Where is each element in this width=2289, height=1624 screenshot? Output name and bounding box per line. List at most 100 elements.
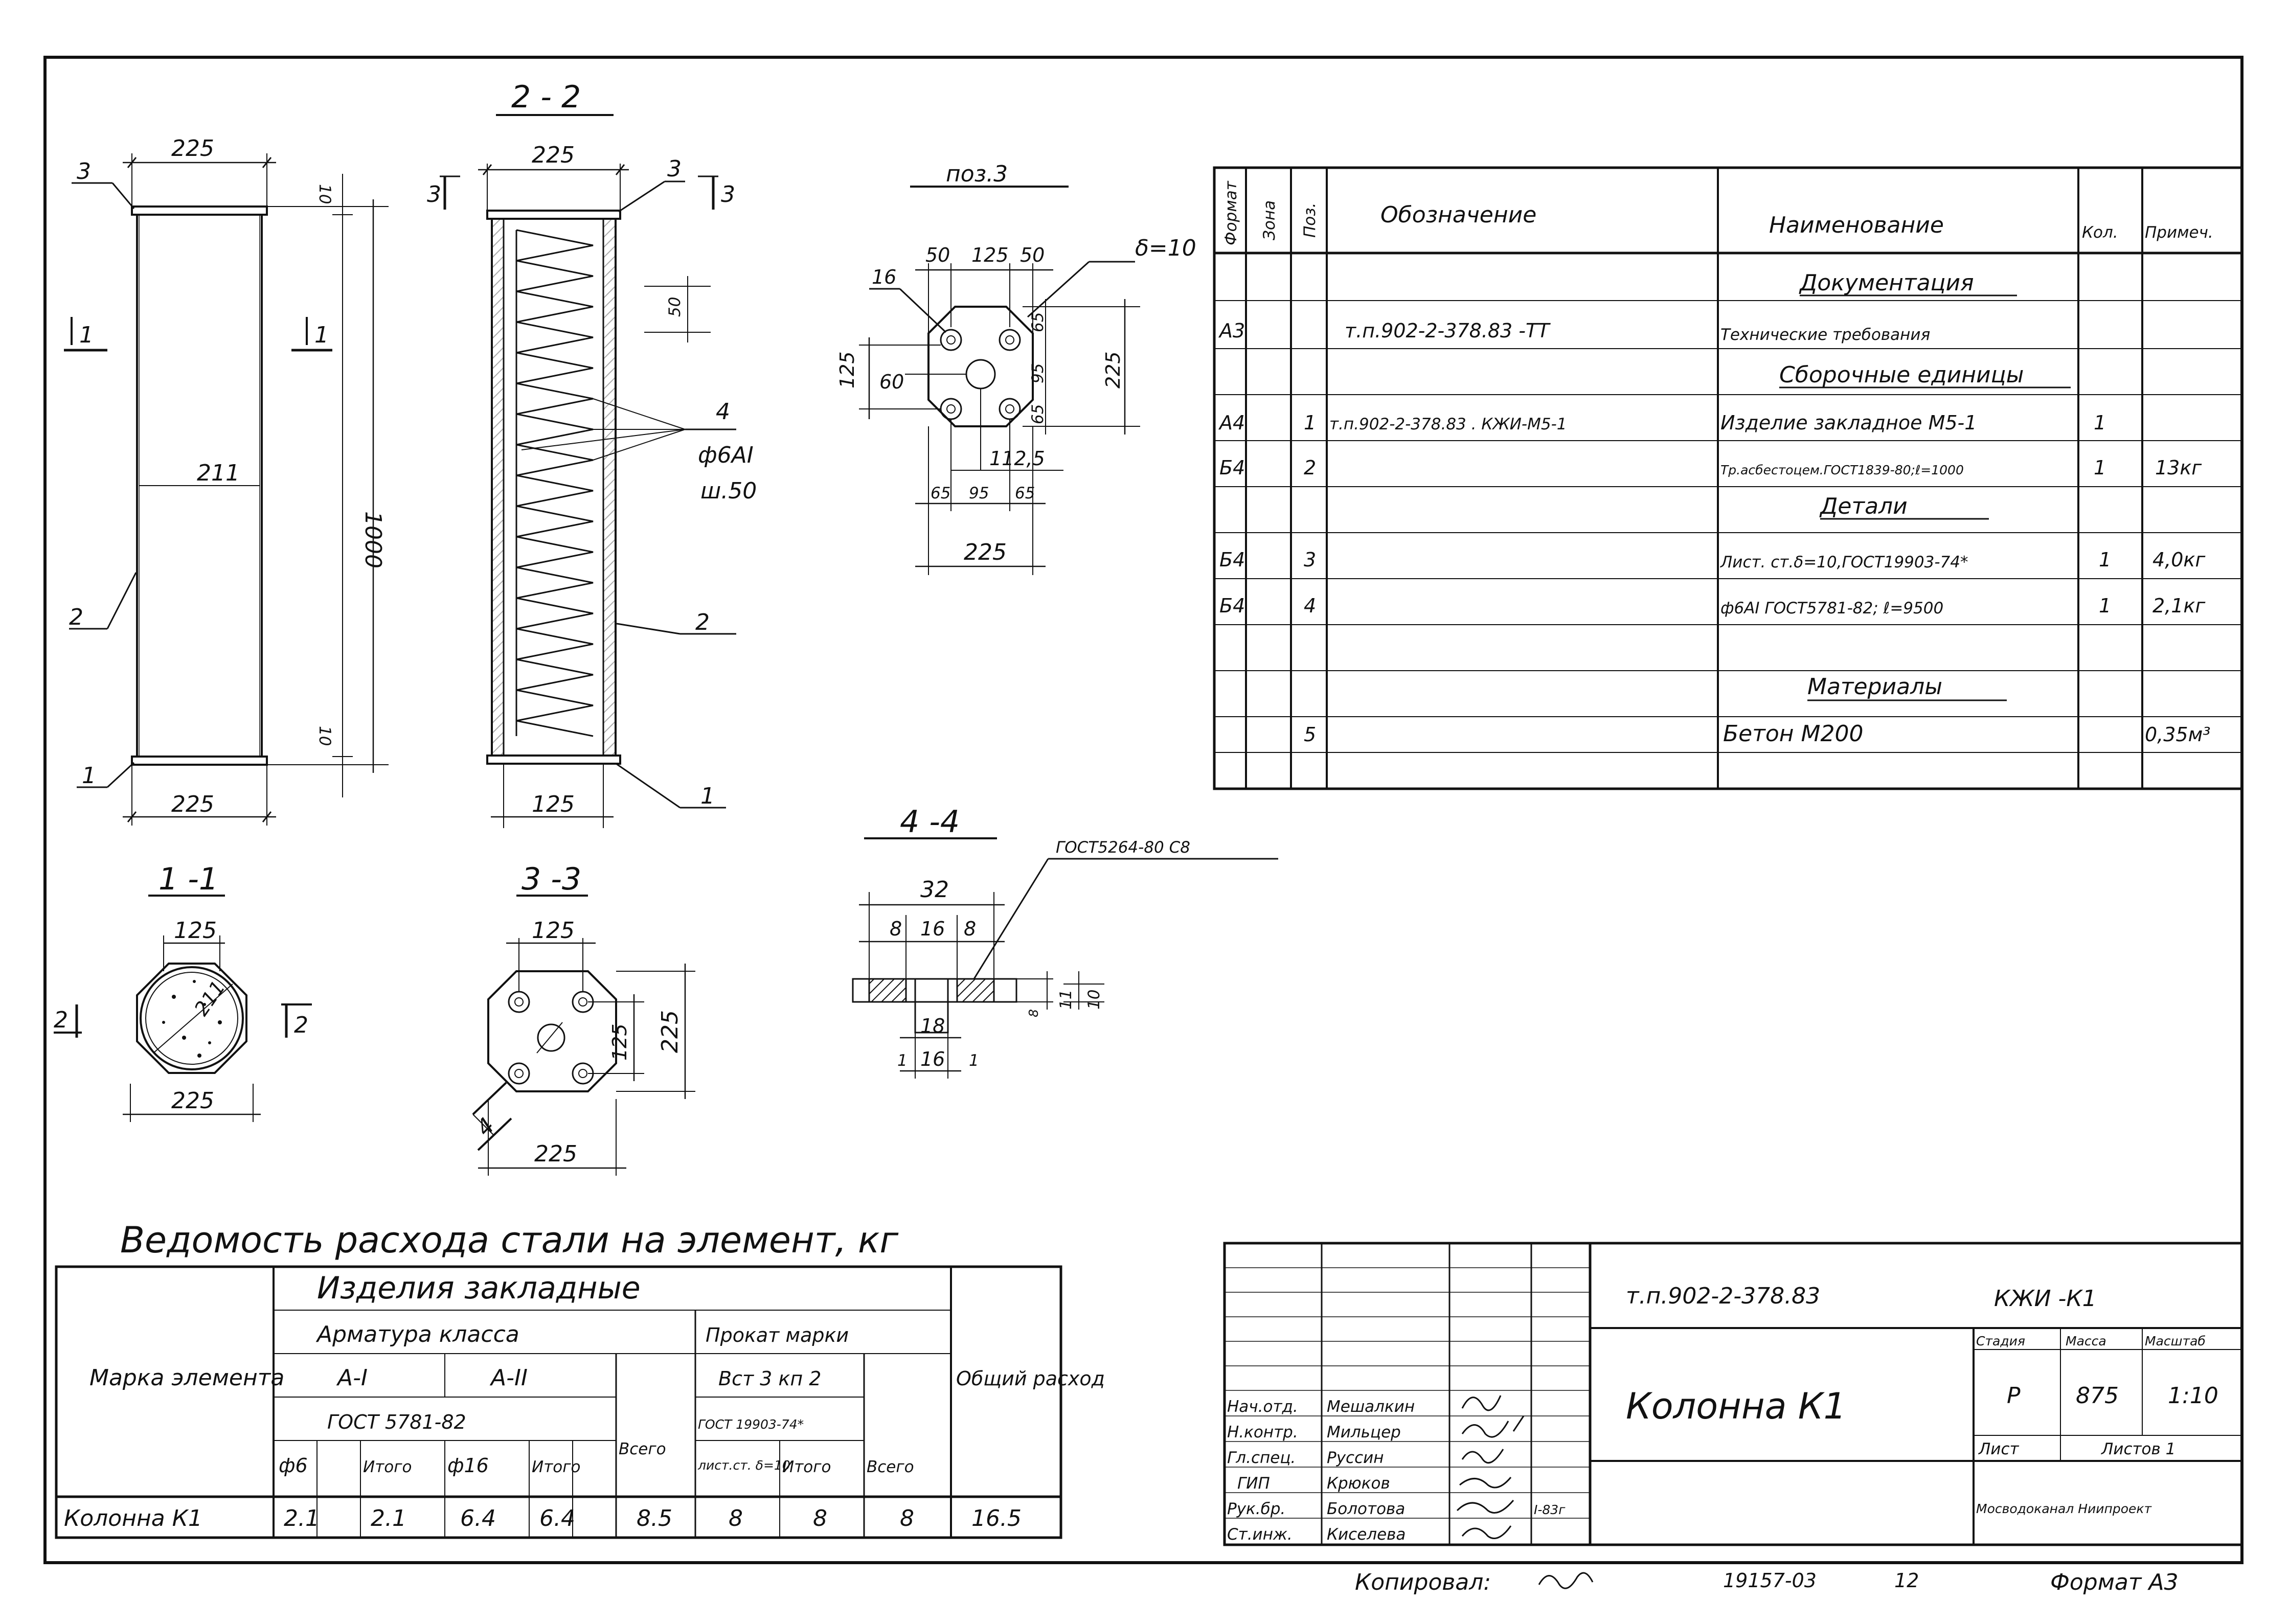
tb-scale-h: Масштаб xyxy=(2145,1334,2206,1348)
spec-head-note: Примеч. xyxy=(2145,223,2213,242)
s44-h11: 11 xyxy=(1057,990,1075,1010)
s11-right-cut: 2 xyxy=(294,1012,308,1038)
tb-role-6: Ст.инж. xyxy=(1227,1525,1293,1544)
pos3-bottom-dim: 225 xyxy=(964,539,1007,565)
s44-d16: 16 xyxy=(920,918,945,940)
s33-right-inner: 125 xyxy=(608,1023,631,1061)
elevation-inner: 211 xyxy=(197,460,240,486)
spec-r4-pos: 3 xyxy=(1304,548,1316,571)
pos3-hole: 16 xyxy=(872,266,896,288)
s33-right-outer: 225 xyxy=(657,1010,683,1053)
steel-overall: Общий расход xyxy=(956,1367,1105,1390)
spec-r6-name: Бетон М200 xyxy=(1723,721,1864,747)
steel-row-sheet: 8 xyxy=(729,1505,743,1531)
s22-width: 225 xyxy=(532,142,575,168)
s44-d1b: 1 xyxy=(969,1051,979,1070)
section-4-4-labels: 4 -4 ГОСТ5264-80 С8 32 8 16 8 8 11 10 18… xyxy=(890,804,1190,1070)
section-3-3-title: 3 -3 xyxy=(522,861,581,897)
elevation-gap-top: 10 xyxy=(315,184,334,204)
tb-stage: Р xyxy=(2007,1383,2021,1409)
title-block xyxy=(1223,1242,2243,1546)
steel-total1: Итого xyxy=(363,1458,412,1476)
tb-mass: 875 xyxy=(2076,1383,2119,1409)
elevation-gap-bottom: 10 xyxy=(315,726,334,746)
s33-bottom: 225 xyxy=(534,1141,577,1167)
steel-vsego1: Всего xyxy=(619,1440,666,1458)
spec-section-materials: Материалы xyxy=(1807,674,1942,700)
tb-signer-3: Руссин xyxy=(1327,1449,1384,1467)
elevation-mark-1: 1 xyxy=(82,763,96,789)
footer-format: Формат А3 xyxy=(2050,1569,2179,1595)
steel-vst: Вст 3 кп 2 xyxy=(718,1367,822,1390)
s22-bottom: 125 xyxy=(532,791,575,817)
steel-row-t1: 2.1 xyxy=(371,1505,406,1531)
spec-r3-pos: 2 xyxy=(1304,456,1316,479)
spec-section-docs: Документация xyxy=(1799,270,1974,296)
s11-diameter: 211 xyxy=(190,977,230,1020)
steel-a1: А-I xyxy=(336,1365,368,1391)
section-2-2-labels: 2 - 2 225 125 3 3 3 50 4 ф6АI ш.50 2 1 xyxy=(427,79,757,817)
steel-total2: Итого xyxy=(532,1458,580,1476)
spec-r4-format: Б4 xyxy=(1219,548,1245,571)
tb-signer-5: Болотова xyxy=(1327,1500,1405,1518)
spec-r5-pos: 4 xyxy=(1304,594,1316,617)
steel-phi6: ф6 xyxy=(279,1454,308,1477)
spec-r3-format: Б4 xyxy=(1219,456,1245,479)
pos3-labels: поз.3 δ=10 50 125 50 16 125 60 65 95 65 … xyxy=(836,161,1196,565)
footer-copied: Копировал: xyxy=(1355,1569,1491,1595)
tb-signer-2: Мильцер xyxy=(1327,1423,1401,1442)
section-4-4 xyxy=(852,837,1278,1079)
steel-gost-sheet: ГОСТ 19903-74* xyxy=(698,1417,804,1432)
s44-d8a: 8 xyxy=(890,918,902,940)
pos3-d95: 95 xyxy=(1029,363,1047,383)
steel-rebar-class: Арматура класса xyxy=(315,1321,519,1347)
spec-r5-name: ф6АI ГОСТ5781-82; ℓ=9500 xyxy=(1720,599,1943,617)
tb-role-2: Н.контр. xyxy=(1227,1423,1298,1442)
steel-vsego2: Всего xyxy=(867,1458,914,1476)
spec-r2-qty: 1 xyxy=(2094,411,2106,434)
tb-date: I-83г xyxy=(1534,1502,1566,1517)
copyist-signature xyxy=(1538,1572,1594,1589)
pos3-d125: 125 xyxy=(971,244,1009,266)
column-elevation xyxy=(64,153,389,826)
s22-pitch: 50 xyxy=(666,297,684,317)
tb-doc-code: т.п.902-2-378.83 xyxy=(1626,1283,1820,1309)
spec-r1-designation: т.п.902-2-378.83 -ТТ xyxy=(1345,319,1551,342)
pos3-thickness: δ=10 xyxy=(1135,235,1196,261)
spec-r2-designation: т.п.902-2-378.83 . КЖИ-М5-1 xyxy=(1329,415,1567,433)
s22-mark-4: 4 xyxy=(716,399,730,425)
spec-r3-qty: 1 xyxy=(2094,456,2106,479)
s44-d8b: 8 xyxy=(964,918,976,940)
tb-signer-6: Киселева xyxy=(1327,1525,1406,1544)
steel-embedded: Изделия закладные xyxy=(317,1270,641,1306)
steel-rolled: Прокат марки xyxy=(706,1324,849,1346)
s22-cut-right: 3 xyxy=(721,181,735,208)
tb-mass-h: Масса xyxy=(2066,1334,2106,1348)
steel-gost-rebar: ГОСТ 5781-82 xyxy=(327,1411,466,1433)
section-2-2 xyxy=(440,114,736,828)
spec-head-pos: Поз. xyxy=(1301,202,1319,238)
tb-scale: 1:10 xyxy=(2168,1383,2218,1409)
steel-row-t3: 8 xyxy=(813,1505,827,1531)
spec-section-units: Сборочные единицы xyxy=(1779,362,2024,388)
spec-head-designation: Обозначение xyxy=(1380,202,1536,228)
s22-step: ш.50 xyxy=(700,478,757,504)
spec-r6-pos: 5 xyxy=(1304,723,1316,746)
tb-signer-1: Мешалкин xyxy=(1327,1398,1415,1416)
tb-role-5: Рук.бр. xyxy=(1227,1500,1285,1518)
spec-r1-name: Технические требования xyxy=(1720,326,1930,344)
pos3-b95: 95 xyxy=(969,484,989,502)
section-1-1-title: 1 -1 xyxy=(158,861,218,897)
tb-name: Колонна К1 xyxy=(1626,1385,1846,1427)
s44-total: 32 xyxy=(920,877,949,903)
s44-d1a: 1 xyxy=(897,1051,908,1070)
spec-table-text: Формат Зона Поз. Обозначение Наименовани… xyxy=(1218,180,2213,747)
section-3-3-labels: 3 -3 125 125 225 225 4 xyxy=(471,861,683,1167)
s44-d16b: 16 xyxy=(920,1048,945,1070)
sheet-frame xyxy=(43,56,2243,1564)
steel-brand-header: Марка элемента xyxy=(89,1365,284,1391)
pos3-d50b: 50 xyxy=(1020,244,1045,266)
spec-table xyxy=(1213,166,2243,790)
tb-stage-h: Стадия xyxy=(1976,1334,2025,1348)
section-2-2-title: 2 - 2 xyxy=(511,79,581,115)
